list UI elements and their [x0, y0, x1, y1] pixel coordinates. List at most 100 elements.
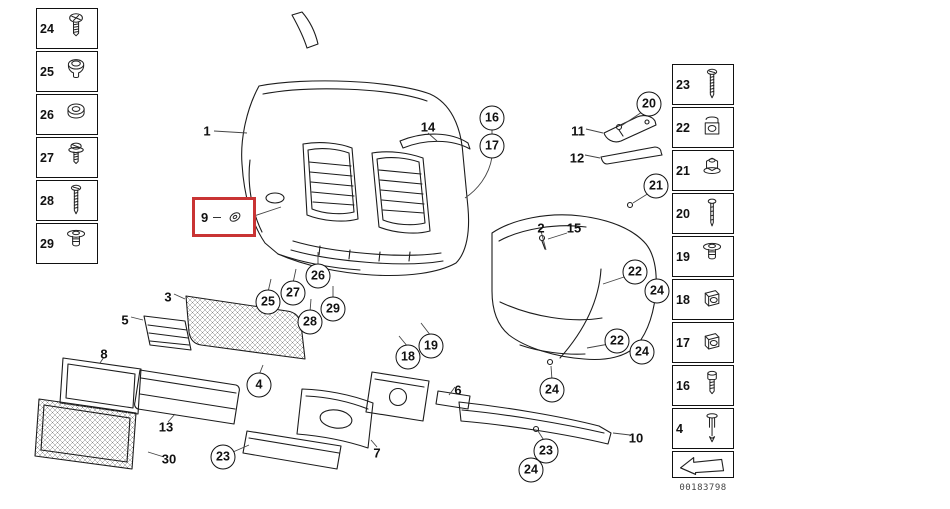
callout-1[interactable]: 1 [203, 123, 211, 139]
small-grille [143, 315, 192, 351]
callout-21[interactable]: 21 [643, 173, 669, 199]
bracket [435, 390, 471, 410]
part-number: 21 [676, 163, 690, 178]
callout-8[interactable]: 8 [100, 346, 108, 362]
callout-24[interactable]: 24 [629, 339, 655, 365]
part-box-20[interactable]: 20 [672, 193, 734, 234]
callout-2[interactable]: 2 [537, 220, 545, 236]
grommet-icon [59, 53, 94, 90]
callout-29[interactable]: 29 [320, 296, 346, 322]
callout-3[interactable]: 3 [164, 289, 172, 305]
screw-pan-icon [59, 10, 94, 47]
mesh-grille [185, 295, 306, 360]
callout-14[interactable]: 14 [420, 119, 436, 135]
callout-19[interactable]: 19 [418, 333, 444, 359]
part-box-18[interactable]: 18 [672, 279, 734, 320]
clip-nut-icon [695, 281, 730, 318]
nut-icon [695, 152, 730, 189]
part-number: 22 [676, 120, 690, 135]
bumper-right-corner [491, 214, 657, 361]
part-number: 19 [676, 249, 690, 264]
part-number: 17 [676, 335, 690, 350]
part-box-25[interactable]: 25 [36, 51, 98, 92]
part-number: 29 [40, 236, 54, 251]
clip-icon [695, 109, 730, 146]
lower-strip [458, 401, 612, 445]
part-number: 18 [676, 292, 690, 307]
part-code: 00183798 [679, 483, 727, 493]
part-box-16[interactable]: 16 [672, 365, 734, 406]
grommet-clip-icon [229, 212, 241, 222]
right-fastener-boxes: 23 22 21 20 19 18 17 16 4 [672, 64, 734, 449]
callout-26[interactable]: 26 [305, 263, 331, 289]
callout-24[interactable]: 24 [539, 377, 565, 403]
lower-trim [242, 430, 342, 470]
callout-27[interactable]: 27 [280, 280, 306, 306]
fog-cover-right [365, 371, 430, 422]
part-number: 20 [676, 206, 690, 221]
part-box-29[interactable]: 29 [36, 223, 98, 264]
moulding-strip [134, 369, 240, 425]
clip-nut-icon [695, 324, 730, 361]
callout-9-label: 9 [201, 209, 209, 225]
fog-cover [296, 388, 374, 449]
highlighted-part-9[interactable]: 9 [192, 197, 256, 237]
callout-22[interactable]: 22 [622, 259, 648, 285]
part-number: 4 [676, 421, 683, 436]
direction-arrow-box [672, 451, 734, 478]
callout-25[interactable]: 25 [255, 289, 281, 315]
part-box-4[interactable]: 4 [672, 408, 734, 449]
part-box-22[interactable]: 22 [672, 107, 734, 148]
side-brackets [600, 115, 663, 165]
callout-13[interactable]: 13 [158, 419, 174, 435]
callout-22[interactable]: 22 [604, 328, 630, 354]
callout-20[interactable]: 20 [636, 91, 662, 117]
top-strip [291, 11, 319, 49]
callout-4[interactable]: 4 [246, 372, 272, 398]
trim-strip [399, 133, 471, 150]
callout-16[interactable]: 16 [479, 105, 505, 131]
callout-10[interactable]: 10 [628, 430, 644, 446]
part-number: 27 [40, 150, 54, 165]
callout-15[interactable]: 15 [566, 220, 582, 236]
callout-28[interactable]: 28 [297, 309, 323, 335]
rivet-icon [59, 225, 94, 262]
callout-5[interactable]: 5 [121, 312, 129, 328]
eyelet-icon [59, 96, 94, 133]
callout-24[interactable]: 24 [518, 457, 544, 483]
screw-washer-icon [59, 139, 94, 176]
callout-30[interactable]: 30 [161, 451, 177, 467]
callout-23[interactable]: 23 [210, 444, 236, 470]
leader-tick [213, 216, 222, 218]
callout-12[interactable]: 12 [569, 150, 585, 166]
part-box-27[interactable]: 27 [36, 137, 98, 178]
callout-17[interactable]: 17 [479, 133, 505, 159]
part-box-19[interactable]: 19 [672, 236, 734, 277]
part-number: 16 [676, 378, 690, 393]
part-box-24[interactable]: 24 [36, 8, 98, 49]
screw-long-icon [695, 66, 730, 103]
callout-7[interactable]: 7 [373, 445, 381, 461]
part-box-23[interactable]: 23 [672, 64, 734, 105]
part-box-26[interactable]: 26 [36, 94, 98, 135]
callout-6[interactable]: 6 [454, 382, 462, 398]
part-box-17[interactable]: 17 [672, 322, 734, 363]
direction-arrow-icon [680, 457, 725, 476]
rivet-icon [695, 238, 730, 275]
pin-long-icon [695, 410, 730, 447]
part-number: 28 [40, 193, 54, 208]
part-number: 23 [676, 77, 690, 92]
plate-filler [59, 357, 142, 415]
textured-panel [34, 398, 137, 470]
callout-24[interactable]: 24 [644, 278, 670, 304]
part-box-21[interactable]: 21 [672, 150, 734, 191]
callout-18[interactable]: 18 [395, 344, 421, 370]
callout-11[interactable]: 11 [571, 123, 585, 139]
right-fastener-panel: 23 22 21 20 19 18 17 16 4 00183798 [672, 64, 734, 493]
part-box-28[interactable]: 28 [36, 180, 98, 221]
